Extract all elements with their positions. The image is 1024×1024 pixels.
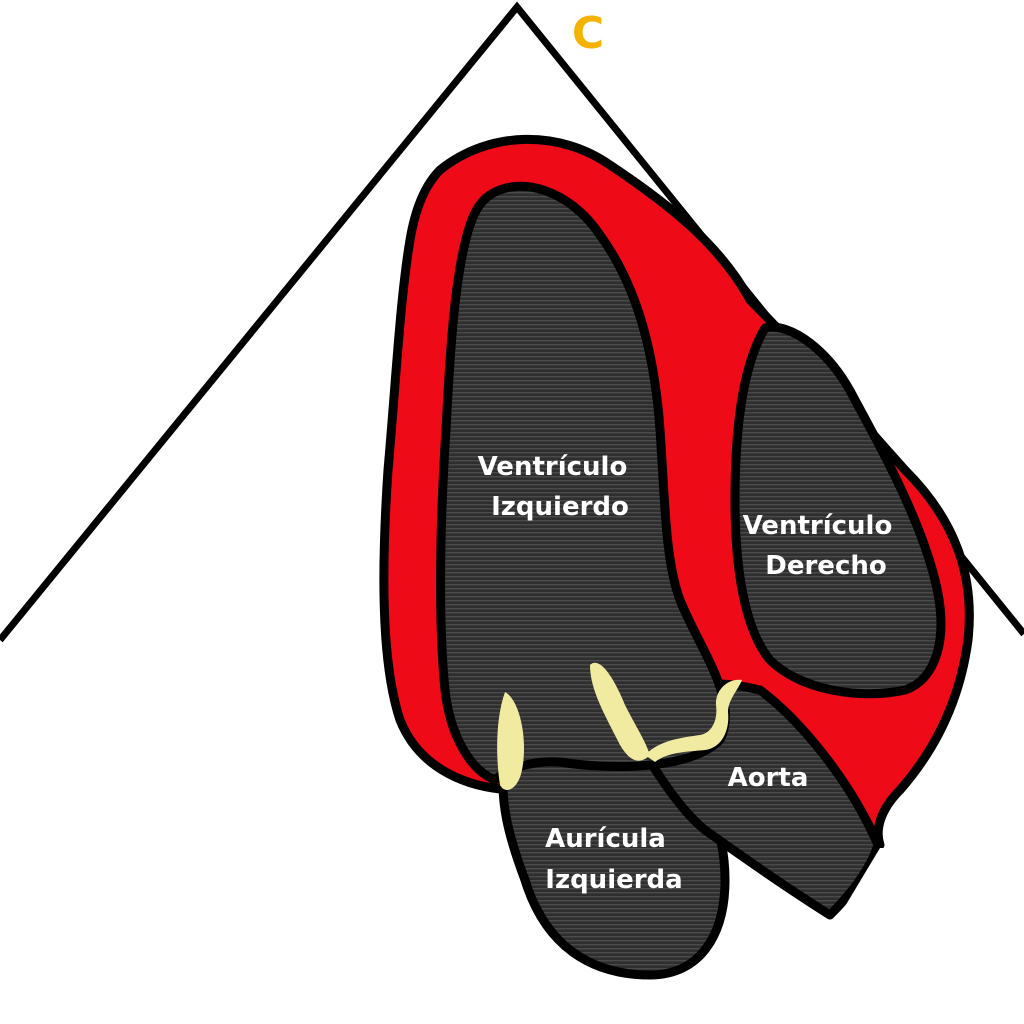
label-right-ventricle-line1: Ventrículo bbox=[743, 511, 893, 541]
label-right-ventricle: Ventrículo Derecho bbox=[743, 511, 902, 581]
label-left-ventricle-line1: Ventrículo bbox=[478, 452, 628, 482]
aortic-valve-leaflets bbox=[645, 679, 742, 762]
label-left-atrium-line1: Aurícula bbox=[545, 824, 666, 854]
mitral-valve-anterior-leaflet bbox=[590, 662, 650, 761]
left-ventricle-chamber bbox=[436, 181, 730, 785]
sector-edge-mask bbox=[838, 848, 1024, 1024]
label-left-ventricle-line2: Izquierdo bbox=[491, 492, 629, 522]
brand-logo: C bbox=[572, 8, 604, 59]
label-aorta: Aorta bbox=[728, 763, 809, 793]
label-right-ventricle-line2: Derecho bbox=[765, 551, 886, 581]
mitral-valve-posterior-leaflet bbox=[497, 692, 525, 790]
label-left-atrium-line2: Izquierda bbox=[545, 865, 682, 895]
label-left-ventricle: Ventrículo Izquierdo bbox=[478, 452, 637, 522]
right-ventricle-chamber bbox=[730, 322, 946, 699]
label-left-atrium: Aurícula Izquierda bbox=[545, 824, 683, 895]
